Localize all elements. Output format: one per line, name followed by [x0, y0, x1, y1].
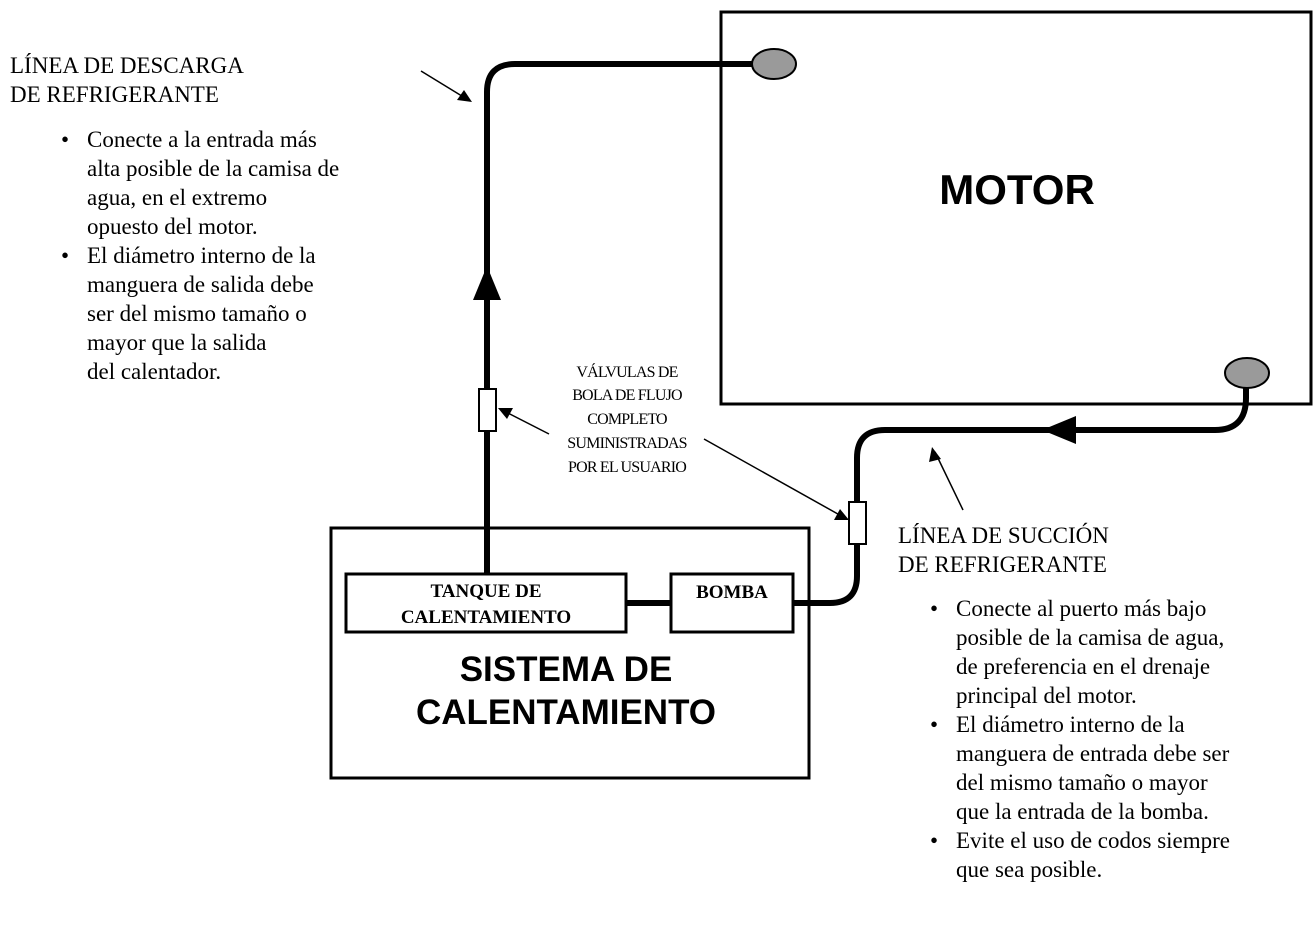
suction-hose [793, 378, 1249, 606]
suction-bullet-3: Evite el uso de codos siempre que sea po… [930, 826, 1310, 884]
discharge-bullet-line: Conecte a la entrada más [87, 127, 317, 152]
suction-line-title-line: DE REFRIGERANTE [898, 552, 1107, 577]
discharge-bullet-2: El diámetro interno de la manguera de sa… [61, 241, 421, 386]
pump-label: BOMBA [696, 582, 768, 603]
discharge-line-title-line: DE REFRIGERANTE [10, 82, 219, 107]
discharge-bullet-line: mayor que la salida [87, 330, 267, 355]
suction-line-title: LÍNEA DE SUCCIÓN DE REFRIGERANTE [898, 521, 1109, 579]
heating-system-label-line-2: CALENTAMIENTO [416, 693, 716, 732]
discharge-bullet-line: opuesto del motor. [87, 214, 258, 239]
discharge-hose [484, 61, 752, 574]
suction-bullet-line: Conecte al puerto más bajo [956, 596, 1207, 621]
valves-caption-line: COMPLETO [587, 411, 667, 428]
discharge-line-bullets: Conecte a la entrada más alta posible de… [61, 125, 421, 386]
motor-outlet-port-top [751, 48, 797, 80]
heating-system-label-line-1: SISTEMA DE [460, 650, 673, 689]
motor-box [719, 10, 1313, 406]
valves-caption-line: POR EL USUARIO [568, 459, 686, 476]
discharge-line-leader-arrowhead [457, 90, 472, 102]
valve-leader-upper [501, 409, 550, 435]
suction-bullet-line: que sea posible. [956, 857, 1103, 882]
discharge-ball-valve [478, 388, 497, 432]
heating-system-box [329, 526, 811, 780]
suction-bullet-line: principal del motor. [956, 683, 1137, 708]
suction-bullet-line: manguera de entrada debe ser [956, 741, 1230, 766]
suction-flow-arrow [1042, 416, 1076, 444]
discharge-bullet-line: manguera de salida debe [87, 272, 314, 297]
suction-bullet-2: El diámetro interno de la manguera de en… [930, 710, 1310, 826]
suction-line-leader [934, 451, 964, 511]
valves-caption-line: SUMINISTRADAS [567, 435, 686, 452]
suction-bullet-1: Conecte al puerto más bajo posible de la… [930, 594, 1310, 710]
valve-leader-lower-arrowhead [834, 509, 849, 520]
heating-tank-label-line-1: TANQUE DE [430, 581, 541, 602]
discharge-bullet-line: ser del mismo tamaño o [87, 301, 307, 326]
suction-bullet-line: El diámetro interno de la [956, 712, 1185, 737]
suction-bullet-line: que la entrada de la bomba. [956, 799, 1209, 824]
discharge-bullet-line: alta posible de la camisa de [87, 156, 340, 181]
suction-line-leader-arrowhead [929, 447, 941, 462]
valves-caption: VÁLVULAS DE BOLA DE FLUJO COMPLETO SUMIN… [567, 362, 687, 476]
valves-caption-line: BOLA DE FLUJO [572, 387, 682, 404]
motor-label: MOTOR [939, 166, 1095, 213]
discharge-bullet-1: Conecte a la entrada más alta posible de… [61, 125, 421, 241]
motor-inlet-port-bottom [1224, 357, 1270, 389]
discharge-bullet-line: agua, en el extremo [87, 185, 268, 210]
discharge-line-title: LÍNEA DE DESCARGA DE REFRIGERANTE [10, 51, 244, 109]
suction-line-bullets: Conecte al puerto más bajo posible de la… [930, 594, 1310, 884]
valve-leader-lower [703, 438, 846, 519]
discharge-bullet-line: El diámetro interno de la [87, 243, 316, 268]
suction-bullet-line: de preferencia en el drenaje [956, 654, 1211, 679]
valve-leader-upper-arrowhead [498, 408, 513, 419]
valves-caption-line: VÁLVULAS DE [576, 362, 677, 381]
suction-ball-valve [848, 501, 867, 545]
suction-bullet-line: posible de la camisa de agua, [956, 625, 1225, 650]
discharge-bullet-line: del calentador. [87, 359, 222, 384]
suction-bullet-line: Evite el uso de codos siempre [956, 828, 1231, 853]
heating-tank-label-line-2: CALENTAMIENTO [401, 607, 571, 628]
suction-bullet-line: del mismo tamaño o mayor [956, 770, 1208, 795]
suction-line-title-line: LÍNEA DE SUCCIÓN [898, 523, 1109, 548]
discharge-line-title-line: LÍNEA DE DESCARGA [10, 53, 244, 78]
discharge-flow-arrow [473, 266, 501, 300]
